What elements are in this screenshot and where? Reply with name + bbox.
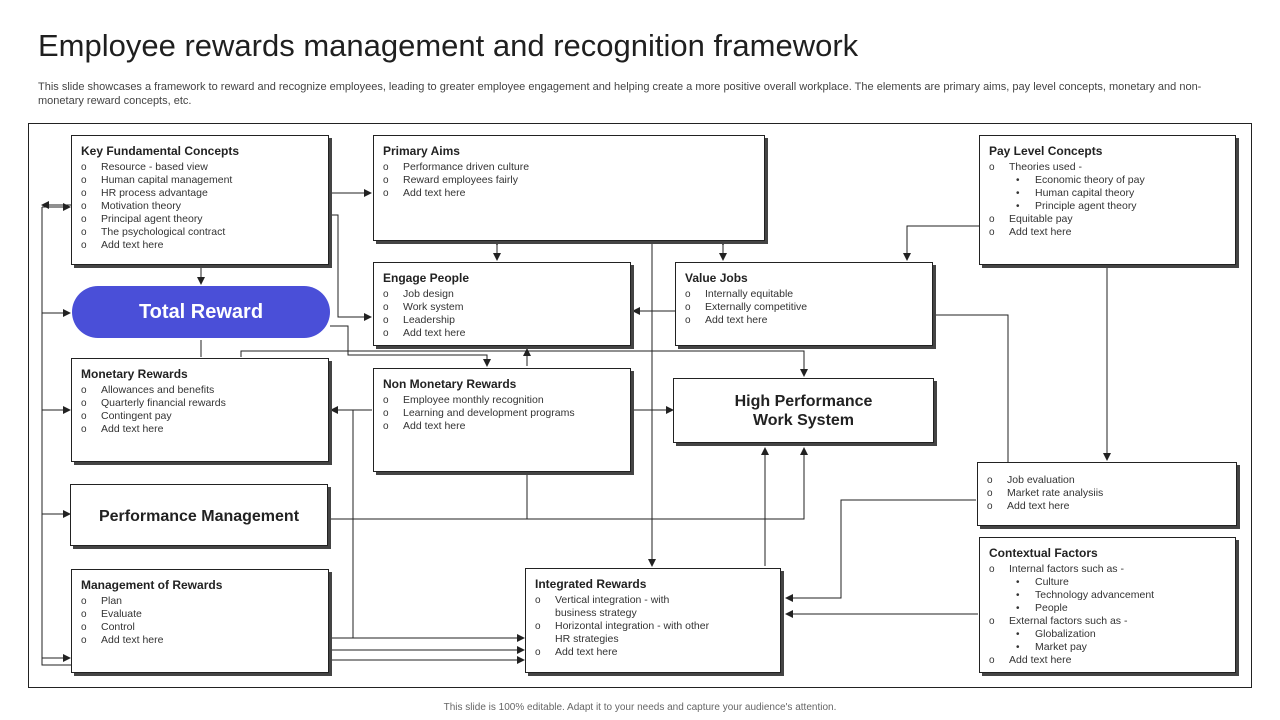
list-item: The psychological contract — [81, 226, 319, 239]
list-item: Add text here — [535, 646, 771, 659]
list-item: Principal agent theory — [81, 213, 319, 226]
list-item: Evaluate — [81, 608, 319, 621]
list-item: Add text here — [81, 423, 319, 436]
list-item: Leadership — [383, 314, 621, 327]
list-item: Employee monthly recognition — [383, 394, 621, 407]
list-item: Vertical integration - with — [535, 594, 771, 607]
key-concepts-box: Key Fundamental Concepts Resource - base… — [71, 135, 329, 265]
management-of-rewards-box: Management of Rewards Plan Evaluate Cont… — [71, 569, 329, 673]
list-item: Internally equitable — [685, 288, 923, 301]
list-item: Externally competitive — [685, 301, 923, 314]
list-item: Horizontal integration - with other — [535, 620, 771, 633]
list-item: Control — [81, 621, 319, 634]
list-item: Learning and development programs — [383, 407, 621, 420]
list-item: Add text here — [989, 654, 1226, 667]
list-item: Add text here — [989, 226, 1226, 239]
list-item: Quarterly financial rewards — [81, 397, 319, 410]
list-item: Work system — [383, 301, 621, 314]
high-performance-line1: High Performance — [734, 392, 873, 410]
list-item: Equitable pay — [989, 213, 1226, 226]
list-item: Resource - based view — [81, 161, 319, 174]
list-item: Plan — [81, 595, 319, 608]
list-item: Add text here — [81, 634, 319, 647]
list-item-continuation: business strategy — [555, 607, 637, 619]
key-concepts-heading: Key Fundamental Concepts — [81, 144, 240, 158]
list-item: Job evaluation — [987, 474, 1227, 487]
sub-list-item: People — [989, 602, 1226, 615]
high-performance-line2: Work System — [752, 411, 855, 429]
list-item: Motivation theory — [81, 200, 319, 213]
list-item: Performance driven culture — [383, 161, 755, 174]
contextual-factors-box: Contextual Factors Internal factors such… — [979, 537, 1236, 673]
sub-list-item: Globalization — [989, 628, 1226, 641]
list-item: External factors such as - — [989, 615, 1226, 628]
list-item: Market rate analysiis — [987, 487, 1227, 500]
pay-level-heading: Pay Level Concepts — [989, 144, 1103, 158]
list-item: Add text here — [685, 314, 923, 327]
list-item-continuation: HR strategies — [555, 633, 619, 645]
list-item: Internal factors such as - — [989, 563, 1226, 576]
non-monetary-rewards-box: Non Monetary Rewards Employee monthly re… — [373, 368, 631, 472]
monetary-rewards-box: Monetary Rewards Allowances and benefits… — [71, 358, 329, 462]
list-item: Theories used - — [989, 161, 1226, 174]
engage-people-heading: Engage People — [383, 271, 470, 285]
sub-list-item: Culture — [989, 576, 1226, 589]
pay-level-concepts-box: Pay Level Concepts Theories used - Econo… — [979, 135, 1236, 265]
diagram-frame — [28, 123, 1252, 688]
job-evaluation-box: Job evaluation Market rate analysiis Add… — [977, 462, 1237, 526]
list-item: Add text here — [383, 327, 621, 340]
primary-aims-box: Primary Aims Performance driven culture … — [373, 135, 765, 241]
value-jobs-box: Value Jobs Internally equitable External… — [675, 262, 933, 346]
list-item: Allowances and benefits — [81, 384, 319, 397]
performance-management-label: Performance Management — [98, 508, 300, 525]
sub-list-item: Market pay — [989, 641, 1226, 654]
management-of-rewards-heading: Management of Rewards — [81, 578, 223, 592]
list-item: Human capital management — [81, 174, 319, 187]
sub-list-item: Technology advancement — [989, 589, 1226, 602]
sub-list-item: Principle agent theory — [989, 200, 1226, 213]
sub-list-item: Human capital theory — [989, 187, 1226, 200]
footer-note: This slide is 100% editable. Adapt it to… — [443, 702, 837, 713]
monetary-rewards-heading: Monetary Rewards — [81, 367, 188, 381]
list-item: Add text here — [383, 187, 755, 200]
sub-list-item: Economic theory of pay — [989, 174, 1226, 187]
contextual-factors-heading: Contextual Factors — [989, 546, 1098, 560]
non-monetary-rewards-heading: Non Monetary Rewards — [383, 377, 517, 391]
list-item: HR process advantage — [81, 187, 319, 200]
high-performance-box: High Performance Work System — [673, 378, 934, 443]
list-item: Add text here — [383, 420, 621, 433]
engage-people-box: Engage People Job design Work system Lea… — [373, 262, 631, 346]
page-title: Employee rewards management and recognit… — [38, 28, 859, 63]
integrated-rewards-heading: Integrated Rewards — [535, 577, 647, 591]
performance-management-box: Performance Management — [70, 484, 328, 546]
primary-aims-heading: Primary Aims — [383, 144, 460, 158]
total-reward-pill: Total Reward — [72, 286, 330, 338]
list-item: Add text here — [987, 500, 1227, 513]
list-item: Add text here — [81, 239, 319, 252]
page-description: This slide showcases a framework to rewa… — [38, 81, 1202, 107]
list-item: Reward employees fairly — [383, 174, 755, 187]
list-item: Job design — [383, 288, 621, 301]
list-item: Contingent pay — [81, 410, 319, 423]
integrated-rewards-box: Integrated Rewards Vertical integration … — [525, 568, 781, 673]
value-jobs-heading: Value Jobs — [685, 271, 748, 285]
